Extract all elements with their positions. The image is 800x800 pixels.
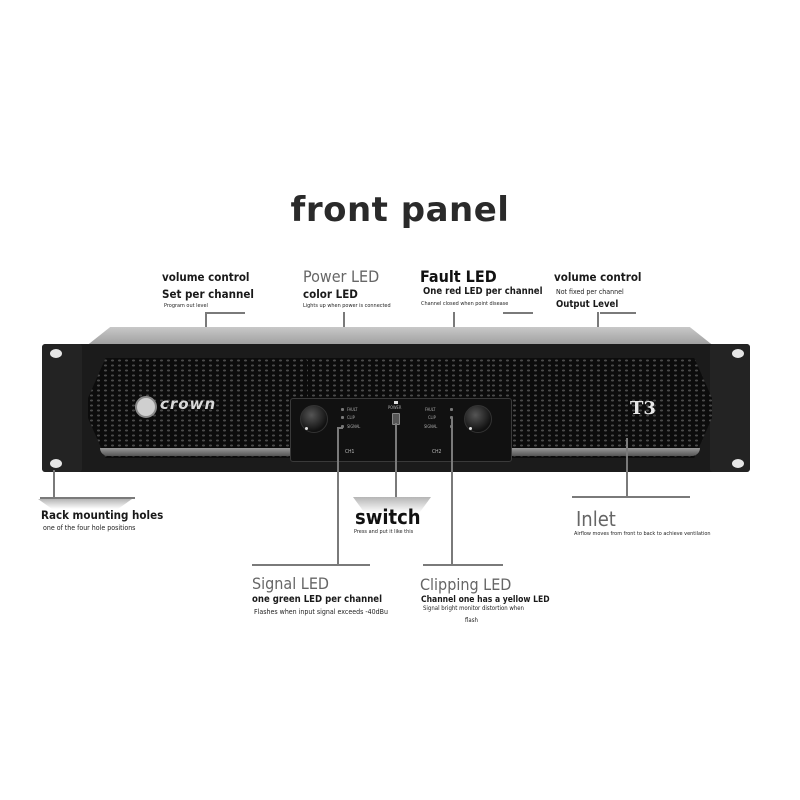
volume-right-line1: Not fixed per channel [556,288,624,296]
bezel-left [100,448,300,456]
signal-led-line1: one green LED per channel [252,594,382,605]
clipping-led-line3: flash [465,617,478,624]
inlet-line1: Airflow moves from front to back to achi… [574,531,711,537]
clipping-led-line1: Channel one has a yellow LED [421,595,550,605]
switch-heading: switch [355,505,421,529]
clip-led-ch2 [450,416,453,419]
fault-led-line2: Channel closed when point disease [421,301,509,307]
leader-volume-right-stub [600,312,636,314]
leader-clip-h [423,564,503,566]
leader-clip-v [451,418,453,565]
signal-led-ch1 [341,425,344,428]
fault-label-ch2: FAULT [425,407,436,412]
clip-label-ch2: CLIP [428,415,436,420]
leader-switch-v [395,423,397,498]
fault-led-ch2 [450,408,453,411]
vent-grille-left [88,358,308,458]
volume-knob-ch2[interactable] [464,405,492,433]
leader-rack-v [53,470,55,498]
channel-label-ch1: CH1 [345,449,355,455]
fault-led-ch1 [341,408,344,411]
rack-label-shade [38,499,132,509]
fault-label-ch1: FAULT [347,407,358,412]
leader-volume-left-drop [205,312,207,334]
power-label: POWER [388,405,402,410]
rack-hole-bottom-right [732,459,744,468]
signal-led-heading: Signal LED [252,574,329,593]
crown-logo-icon [135,396,157,418]
fault-led-heading: Fault LED [420,267,497,286]
clipping-led-heading: Clipping LED [420,575,512,594]
amplifier-top-lid [85,327,715,347]
switch-label-shade [353,497,431,513]
signal-led-line2: Flashes when input signal exceeds -40dBu [254,608,388,616]
diagram-title: front panel [290,190,510,230]
knob-indicator-ch1 [305,427,308,430]
leader-fault-stub [503,312,533,314]
leader-inlet-h [572,496,690,498]
power-led [394,401,398,404]
inlet-heading: Inlet [576,507,616,531]
vent-grille-right [490,358,712,458]
volume-left-line2: Program out level [164,303,208,309]
signal-label-ch2: SIGNAL [424,424,438,429]
clip-led-ch1 [341,416,344,419]
leader-rack-h [40,497,135,499]
brand-name: crown [160,395,217,413]
leader-volume-left-stub [205,312,245,314]
leader-volume-right-drop [597,312,599,334]
volume-right-line2: Output Level [556,299,619,310]
volume-left-heading: volume control [162,270,250,284]
model-name: T3 [630,398,656,419]
rack-hole-top-left [50,349,62,358]
bezel-right [500,448,700,456]
switch-line1: Press and put it like this [354,529,414,535]
fault-led-line1: One red LED per channel [423,286,543,297]
knob-indicator-ch2 [469,427,472,430]
clipping-led-line2: Signal bright monitor distortion when [423,605,524,612]
power-led-line1: color LED [303,287,358,301]
leader-signal-hook [337,427,343,429]
leader-signal-v [337,427,339,565]
clip-label-ch1: CLIP [347,415,355,420]
rack-hole-bottom-left [50,459,62,468]
power-led-heading: Power LED [303,267,380,286]
leader-inlet-v [626,438,628,497]
volume-left-line1: Set per channel [162,287,254,301]
rack-ear-right [710,344,750,472]
volume-knob-ch1[interactable] [300,405,328,433]
power-led-line2: Lights up when power is connected [303,303,391,309]
channel-label-ch2: CH2 [432,449,442,455]
rack-holes-heading: Rack mounting holes [41,508,164,522]
rack-holes-line1: one of the four hole positions [43,524,136,532]
volume-right-heading: volume control [554,270,642,284]
rack-ear-left [42,344,82,472]
signal-label-ch1: SIGNAL [347,424,361,429]
leader-signal-h [252,564,370,566]
rack-hole-top-right [732,349,744,358]
